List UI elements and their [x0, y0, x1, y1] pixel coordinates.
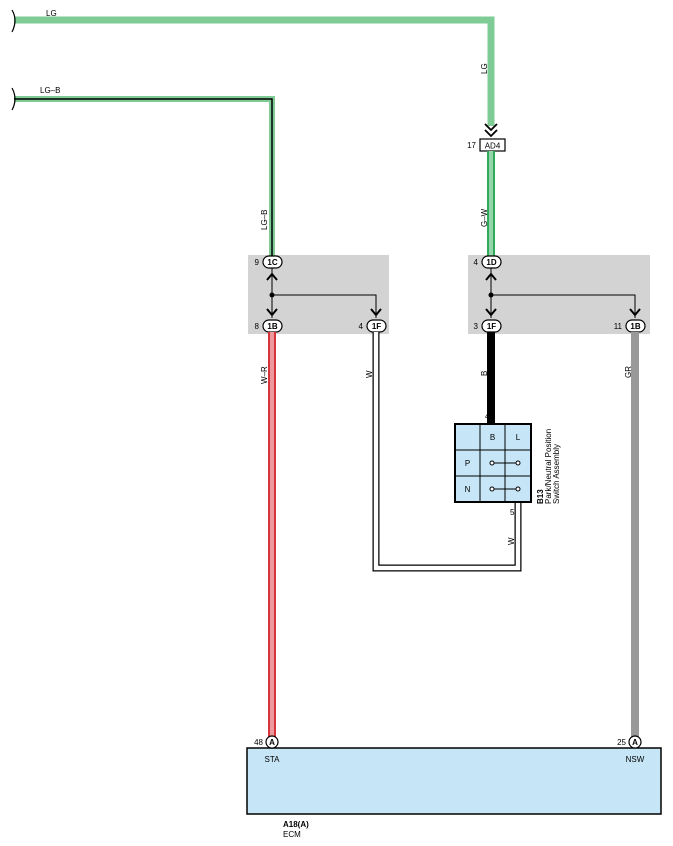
- wire-lg-b: [14, 96, 275, 256]
- connector-1f-right-id: 1F: [487, 322, 496, 331]
- ecm-box: [246, 747, 662, 815]
- switch-col-l: L: [516, 433, 521, 442]
- ecm-code: A18(A): [283, 820, 309, 829]
- ecm-nsw-label: NSW: [626, 755, 645, 764]
- wire-break-icon: [11, 87, 16, 111]
- connector-1b-left-id: 1B: [267, 322, 277, 331]
- wire-label-gr: GR: [624, 366, 633, 378]
- connector-ad4-id: AD4: [485, 142, 501, 151]
- switch-contact-icon: [489, 460, 521, 466]
- chevron-down-icon: [370, 308, 382, 317]
- switch-pin-bottom: 5: [510, 508, 515, 517]
- junction-right-internal: [488, 268, 636, 318]
- wire-label-lgb-top: LG–B: [40, 86, 60, 95]
- chevron-down-icon: [485, 308, 497, 317]
- connector-1c-id: 1C: [267, 258, 277, 267]
- connector-1f-left-pin: 4: [359, 322, 364, 331]
- connector-1f-right-pin: 3: [474, 322, 479, 331]
- chevron-down-icon: [484, 123, 498, 132]
- ecm-conn-letter-nsw: A: [632, 738, 638, 747]
- switch-col-b: B: [490, 433, 495, 442]
- switch-contact-icon: [489, 486, 521, 492]
- switch-row-n: N: [465, 485, 471, 494]
- wire-lg: [14, 16, 495, 126]
- chevron-down-icon: [266, 308, 278, 317]
- wire-label-lg-vertical: LG: [480, 63, 489, 74]
- ecm-sta-label: STA: [265, 755, 281, 764]
- connector-1f-left-id: 1F: [372, 322, 381, 331]
- park-neutral-switch: [454, 423, 532, 503]
- chevron-up-icon: [485, 272, 497, 281]
- ecm-connector-nsw: [628, 735, 642, 749]
- wire-label-gw: G–W: [480, 208, 489, 227]
- connector-1b-left: 1B 8: [255, 319, 283, 333]
- switch-pin-top: 4: [485, 412, 490, 421]
- switch-name-line2: Switch Assembly: [552, 444, 561, 504]
- switch-name-line1: Park/Neutral Position: [544, 429, 553, 504]
- ecm-pin-nsw: 25: [617, 738, 626, 747]
- wire-label-lg-top: LG: [46, 9, 57, 18]
- wire-label-b: B: [480, 371, 489, 376]
- ecm-pin-sta: 48: [254, 738, 263, 747]
- connector-1c: 1C 9: [255, 255, 283, 269]
- connector-1b-right-id: 1B: [630, 322, 640, 331]
- chevron-down-icon: [629, 308, 641, 317]
- connector-1f-right: 1F 3: [474, 319, 502, 333]
- chevron-up-icon: [266, 272, 278, 281]
- wire-break-icon: [11, 9, 16, 33]
- connector-1f-left: 1F 4: [359, 319, 387, 333]
- switch-row-p: P: [465, 459, 470, 468]
- chevron-down-icon: [484, 129, 498, 138]
- ecm-name: ECM: [283, 830, 301, 839]
- ecm-connector-sta: [265, 735, 279, 749]
- wire-w: [372, 332, 522, 572]
- wire-label-w-switch: W: [507, 537, 516, 545]
- connector-1b-right-pin: 11: [614, 322, 623, 331]
- wire-label-w-left: W: [365, 370, 374, 378]
- connector-1d: 1D 4: [474, 255, 502, 269]
- wire-label-wr: W–R: [260, 366, 269, 384]
- switch-code: B13: [536, 489, 545, 504]
- wire-label-lgb-vertical: LG–B: [260, 210, 269, 230]
- connector-1b-right: 1B 11: [614, 319, 646, 333]
- junction-left-internal: [269, 268, 377, 318]
- connector-1c-pin: 9: [255, 258, 260, 267]
- connector-1d-id: 1D: [486, 258, 496, 267]
- ecm-conn-letter-sta: A: [269, 738, 275, 747]
- connector-1b-left-pin: 8: [255, 322, 260, 331]
- connector-1d-pin: 4: [474, 258, 479, 267]
- connector-ad4-pin: 17: [467, 141, 476, 150]
